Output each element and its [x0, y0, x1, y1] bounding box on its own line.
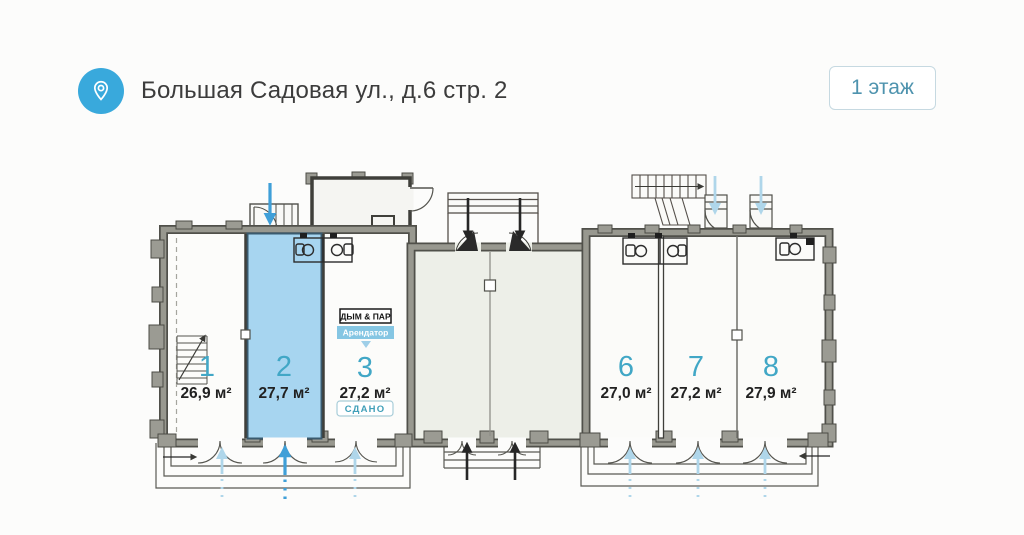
unit-3-number: 3 [357, 352, 373, 384]
unit-7-room[interactable] [664, 237, 736, 437]
top-room [305, 171, 434, 234]
unit-6-area: 27,0 м² [600, 385, 651, 402]
porch-steps-right [580, 443, 819, 487]
porch-dimension-arrows [163, 452, 830, 461]
entrance-arrow-unit2 [263, 183, 292, 499]
unit-6-number: 6 [618, 351, 634, 383]
tenant-band [337, 326, 394, 339]
block-central-walls [406, 242, 592, 448]
unit-1-area: 26,9 м² [180, 385, 231, 402]
unit-labels: 1 26,9 м² 2 27,7 м² ДЫМ & ПАР Арендатор … [180, 308, 797, 417]
unit-1-room[interactable] [168, 234, 244, 438]
tenant-sign-label: ДЫМ & ПАР [340, 312, 391, 322]
unit-2-number: 2 [276, 351, 292, 383]
staircase-unit1 [176, 334, 208, 385]
status-badge [336, 400, 394, 417]
floor-selector-badge[interactable]: 1 этаж [829, 66, 936, 110]
staircase-top-right [631, 174, 707, 226]
bathroom-fixtures-right [622, 233, 688, 265]
status-badge-label: СДАНО [345, 404, 386, 415]
unit-7-number: 7 [688, 351, 704, 383]
unit-1-number: 1 [199, 351, 215, 383]
unit-8-room[interactable] [739, 237, 825, 437]
tenant-sign-box [339, 308, 392, 324]
bathroom-fixtures-left [293, 233, 354, 263]
entrance-arrows-black [461, 198, 526, 480]
tenant-band-label: Арендатор [343, 328, 389, 338]
unit-2-area: 27,7 м² [258, 385, 309, 402]
page-title: Большая Садовая ул., д.6 стр. 2 [141, 77, 508, 104]
unit-2-room[interactable] [246, 232, 323, 440]
tenant-pointer [361, 341, 371, 348]
unit-8-number: 8 [763, 351, 779, 383]
porch-steps-top-central [447, 192, 539, 243]
unit-6-room[interactable] [590, 237, 658, 437]
unit-3-area: 27,2 м² [339, 385, 390, 402]
wall-pilasters [148, 220, 837, 448]
pin-glyph [93, 80, 109, 101]
location-pin-icon [78, 68, 124, 114]
unit-8-area: 27,9 м² [745, 385, 796, 402]
bathroom-fixture-unit8 [775, 233, 815, 261]
unit-7-area: 27,2 м² [670, 385, 721, 402]
interior-partitions [175, 234, 743, 439]
entrance-arrows-light [216, 176, 771, 497]
